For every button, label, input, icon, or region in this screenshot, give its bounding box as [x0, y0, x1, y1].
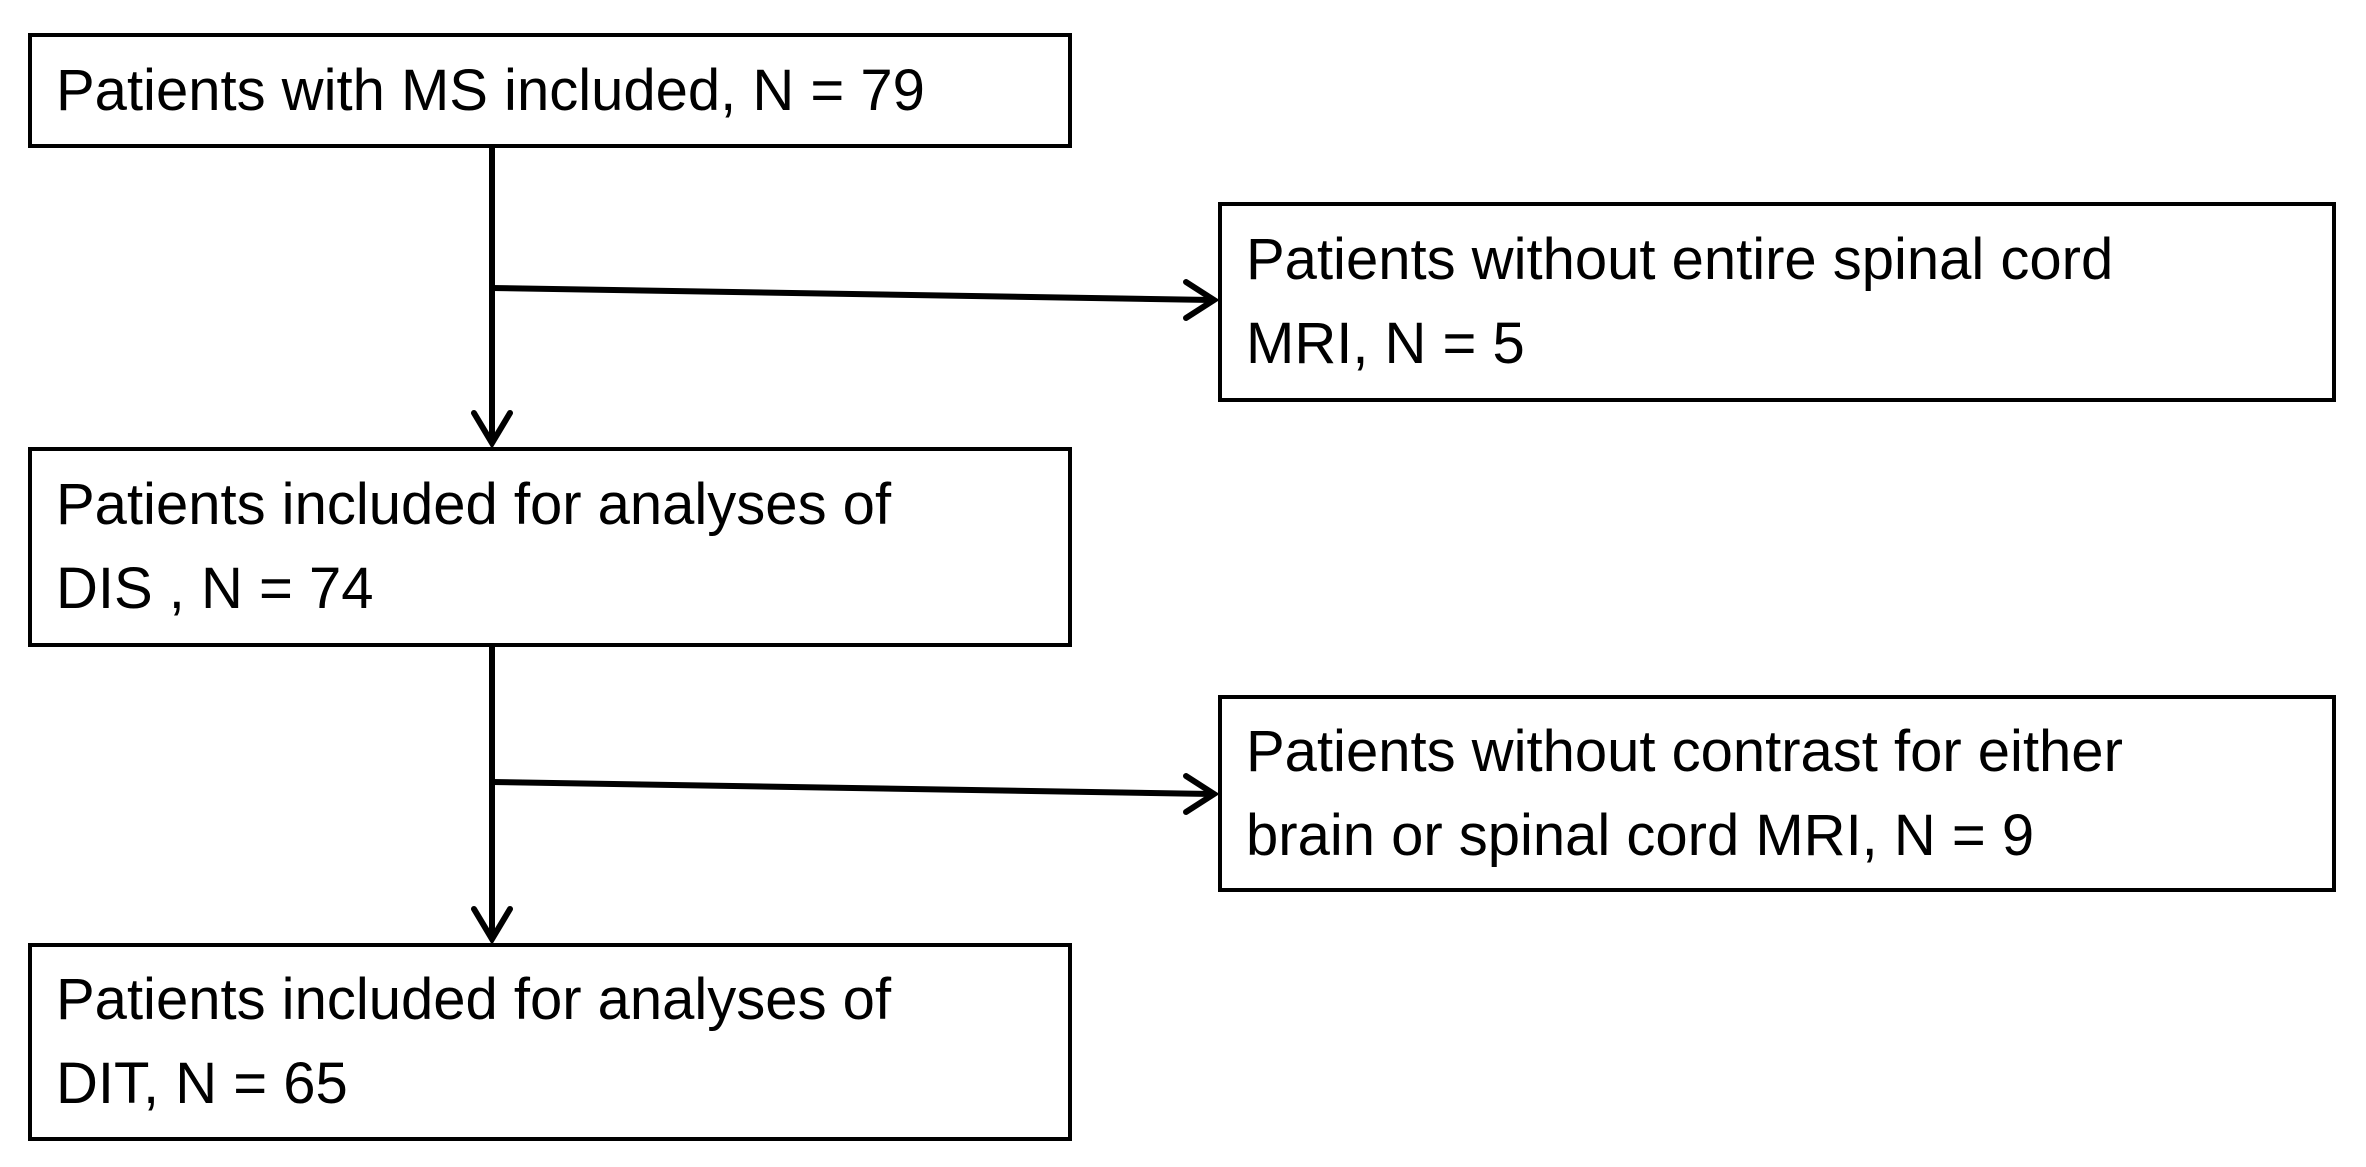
box-dit-analysis: Patients included for analyses of DIT, N…: [28, 943, 1072, 1141]
box-dis-analysis: Patients included for analyses of DIS , …: [28, 447, 1072, 647]
box-exclusion-no-spinal-mri-line-1: Patients without entire spinal cord: [1246, 227, 2114, 292]
box-dit-analysis-line-2: DIT, N = 65: [56, 1051, 348, 1116]
box-patients-included-line-1: Patients with MS included, N = 79: [56, 57, 925, 123]
arrow-right-to-exclusion-2: [491, 779, 1213, 797]
arrow-right-to-exclusion-1: [491, 285, 1213, 303]
arrow-right-to-exclusion-2-head: [1183, 773, 1220, 815]
box-exclusion-no-contrast-line-2: brain or spinal cord MRI, N = 9: [1246, 802, 2035, 868]
box-exclusion-no-contrast-line-1: Patients without contrast for either: [1246, 718, 2123, 784]
box-patients-included: Patients with MS included, N = 79: [28, 33, 1072, 148]
box-exclusion-no-spinal-mri: Patients without entire spinal cord MRI,…: [1218, 202, 2336, 402]
box-dis-analysis-line-2: DIS , N = 74: [56, 556, 374, 621]
box-dis-analysis-line-1: Patients included for analyses of: [56, 472, 892, 537]
arrow-right-to-exclusion-1-head: [1183, 279, 1220, 321]
box-dit-analysis-line-1: Patients included for analyses of: [56, 967, 892, 1032]
box-exclusion-no-spinal-mri-line-2: MRI, N = 5: [1246, 311, 1525, 376]
arrow-down-to-dis-head: [471, 410, 513, 449]
arrow-down-to-dit-head: [471, 906, 513, 945]
box-exclusion-no-contrast: Patients without contrast for either bra…: [1218, 695, 2336, 892]
